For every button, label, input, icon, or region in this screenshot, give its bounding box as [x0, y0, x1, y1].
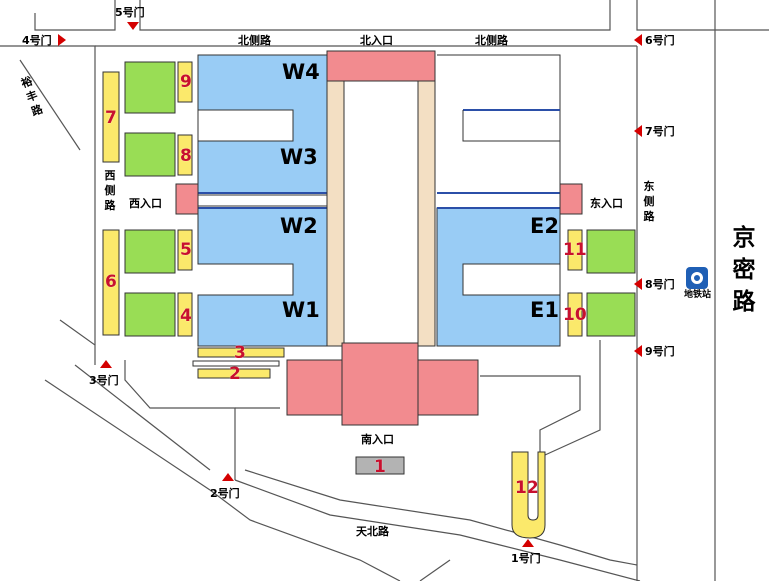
parking-lot-9: [177, 61, 193, 103]
west-road-label: 西侧路: [104, 169, 116, 212]
gate-7-marker: [634, 125, 642, 137]
hall-e2-label: E2: [530, 214, 559, 238]
gate-6-label: 6号门: [645, 34, 675, 47]
gate-1-label: 1号门: [511, 552, 541, 565]
parking-areas: [102, 61, 583, 539]
parking-lot-1: [355, 456, 405, 475]
metro-station-label: 地铁站: [684, 290, 712, 300]
parking-number-11: 11: [563, 240, 587, 260]
north-entrance-block: [326, 50, 436, 82]
gate-4-marker: [58, 34, 66, 46]
parking-number-2: 2: [229, 364, 241, 384]
north-road-label-east: 北侧路: [475, 34, 508, 47]
parking-lot-8: [177, 134, 193, 176]
hall-w4-label: W4: [282, 60, 320, 84]
gate-2-marker: [222, 473, 234, 481]
parking-lot-5: [177, 229, 193, 271]
gate-7-label: 7号门: [645, 125, 675, 138]
jingmi-road-label: 京密路: [732, 225, 756, 315]
green-area-4: [124, 292, 176, 337]
parking-lot-4: [177, 292, 193, 337]
green-area-6: [586, 292, 636, 337]
central-atrium: [343, 77, 419, 347]
metro-icon: [686, 267, 708, 289]
west-entrance-block: [175, 183, 199, 215]
central-corridor-east: [417, 77, 436, 347]
north-entrance-label: 北入口: [360, 34, 393, 47]
gate-9-label: 9号门: [645, 345, 675, 358]
parking-lot-3: [197, 347, 285, 358]
gate-2-label: 2号门: [210, 487, 240, 500]
hall-w1-label: W1: [282, 298, 320, 322]
green-area-2: [124, 132, 176, 177]
green-area-3: [124, 229, 176, 274]
gate-5-marker: [127, 22, 139, 30]
south-entrance-block: [286, 342, 479, 426]
gate-3-label: 3号门: [89, 374, 119, 387]
central-corridor-west: [326, 77, 345, 347]
south-entrance-label: 南入口: [361, 433, 394, 446]
tianbei-road-label: 天北路: [356, 525, 389, 538]
hall-e1-label: E1: [530, 298, 559, 322]
green-area-5: [586, 229, 636, 274]
green-area-1: [124, 61, 176, 114]
gate-1-marker: [522, 539, 534, 547]
gate-5-label: 5号门: [115, 6, 145, 19]
parking-lot-6: [102, 229, 120, 336]
hall-w3-label: W3: [280, 145, 318, 169]
parking-number-5: 5: [180, 240, 192, 260]
gate-4-label: 4号门: [22, 34, 52, 47]
parking-number-1: 1: [374, 457, 386, 477]
gate-3-marker: [100, 360, 112, 368]
north-road-label-west: 北侧路: [238, 34, 271, 47]
west-entrance-label: 西入口: [129, 197, 162, 210]
parking-lot-12: [511, 451, 546, 539]
gate-8-marker: [634, 278, 642, 290]
east-entrance-block: [559, 183, 583, 215]
parking-number-4: 4: [180, 306, 192, 326]
hall-w2-label: W2: [280, 214, 318, 238]
parking-lot-10: [567, 292, 583, 337]
parking-lot-11: [567, 229, 583, 271]
parking-number-8: 8: [180, 146, 192, 166]
parking-number-6: 6: [105, 272, 117, 292]
gate-9-marker: [634, 345, 642, 357]
gate-8-label: 8号门: [645, 278, 675, 291]
parking-lot-2: [197, 368, 271, 379]
parking-number-3: 3: [234, 343, 246, 363]
east-road-label: 东侧路: [643, 180, 655, 223]
parking-number-10: 10: [563, 305, 587, 325]
hall-w3-shape: [197, 109, 294, 142]
parking-number-12: 12: [515, 478, 539, 498]
parking-lot-7: [102, 71, 120, 163]
gate-6-marker: [634, 34, 642, 46]
parking-number-9: 9: [180, 72, 192, 92]
hall-east-top-shape: [437, 54, 561, 194]
parking-number-7: 7: [105, 108, 117, 128]
east-entrance-label: 东入口: [590, 197, 623, 210]
